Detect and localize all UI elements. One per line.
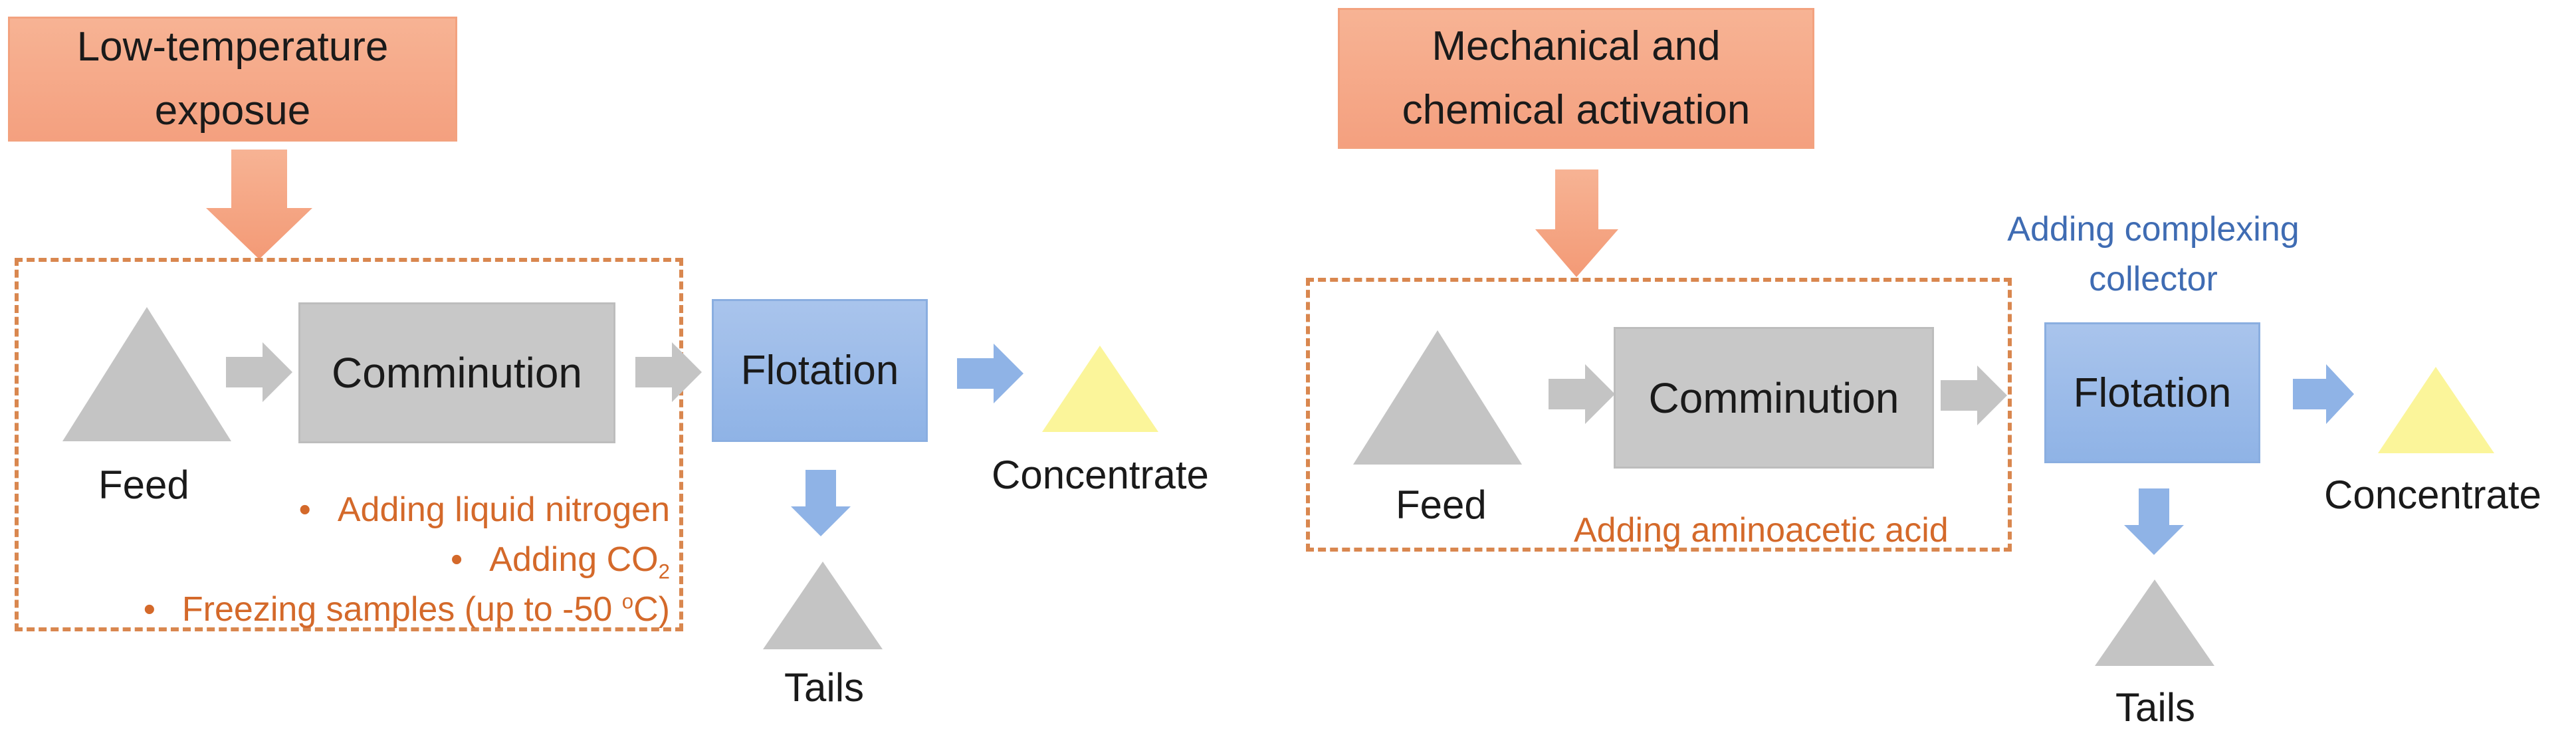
right-note-aminoacetic-acid: Adding aminoacetic acid	[1574, 511, 1949, 550]
right-treatment-line2: chemical activation	[1402, 87, 1751, 133]
left-note-bullet-3: •	[143, 590, 156, 629]
left-note-liquid-nitrogen: • Adding liquid nitrogen	[299, 490, 670, 530]
right-concentrate-triangle	[2378, 367, 2494, 453]
right-comminution-label: Comminution	[1648, 373, 1899, 422]
left-comminution-box: Comminution	[298, 302, 615, 443]
left-feed-triangle	[62, 307, 231, 441]
left-note-co2: • Adding CO2	[451, 540, 670, 584]
left-note-bullet-2: •	[451, 540, 463, 579]
left-feed-label: Feed	[98, 463, 189, 507]
left-process-boundary	[15, 258, 683, 631]
left-flotation-box: Flotation	[712, 299, 928, 442]
left-arrow-comminution-to-flotation	[635, 342, 702, 402]
right-collector-line2: collector	[2089, 260, 2218, 298]
left-concentrate-triangle	[1042, 346, 1158, 432]
right-arrow-to-tails	[2124, 488, 2184, 555]
right-concentrate-label: Concentrate	[2324, 473, 2541, 517]
right-tails-triangle	[2095, 580, 2214, 666]
left-concentrate-label: Concentrate	[992, 453, 1209, 497]
right-collector-line1: Adding complexing	[2007, 210, 2300, 249]
left-note-1-text: Adding liquid nitrogen	[337, 490, 670, 529]
right-treatment-box: Mechanical and chemical activation	[1338, 8, 1814, 149]
left-note-bullet-1: •	[298, 490, 311, 529]
left-treatment-line2: exposue	[154, 88, 311, 134]
right-arrow-comminution-to-flotation	[1941, 366, 2007, 425]
left-flotation-label: Flotation	[740, 348, 899, 393]
left-treatment-line1: Low-temperature	[76, 24, 389, 70]
left-note-3-text: Freezing samples (up to -50	[181, 590, 622, 629]
right-arrow-feed-to-comminution	[1549, 364, 1615, 424]
right-feed-triangle	[1353, 330, 1522, 465]
right-arrow-to-concentrate	[2293, 364, 2354, 424]
left-treatment-box: Low-temperature exposue	[8, 17, 457, 142]
left-note-2-subscript: 2	[658, 560, 670, 584]
left-note-freezing: • Freezing samples (up to -50 oC)	[144, 589, 670, 629]
right-flotation-box: Flotation	[2044, 322, 2260, 463]
left-arrow-to-concentrate	[957, 344, 1023, 403]
left-comminution-label: Comminution	[331, 349, 583, 397]
right-process-boundary	[1306, 278, 2012, 552]
right-treatment-arrow	[1535, 169, 1618, 277]
right-feed-label: Feed	[1396, 482, 1487, 527]
right-tails-label: Tails	[2115, 685, 2196, 730]
left-note-3-superscript: o	[621, 589, 634, 613]
right-flotation-label: Flotation	[2073, 370, 2232, 416]
right-comminution-box: Comminution	[1614, 327, 1934, 469]
left-note-3-suffix: C)	[633, 590, 670, 629]
left-note-2-text: Adding CO	[489, 540, 659, 579]
left-tails-triangle	[763, 562, 883, 649]
left-arrow-feed-to-comminution	[226, 342, 292, 402]
left-tails-label: Tails	[784, 665, 865, 710]
left-treatment-arrow	[206, 150, 312, 259]
right-treatment-line1: Mechanical and	[1432, 23, 1721, 69]
right-collector-note: Adding complexing collector	[1981, 205, 2326, 304]
left-arrow-to-tails	[791, 470, 851, 536]
